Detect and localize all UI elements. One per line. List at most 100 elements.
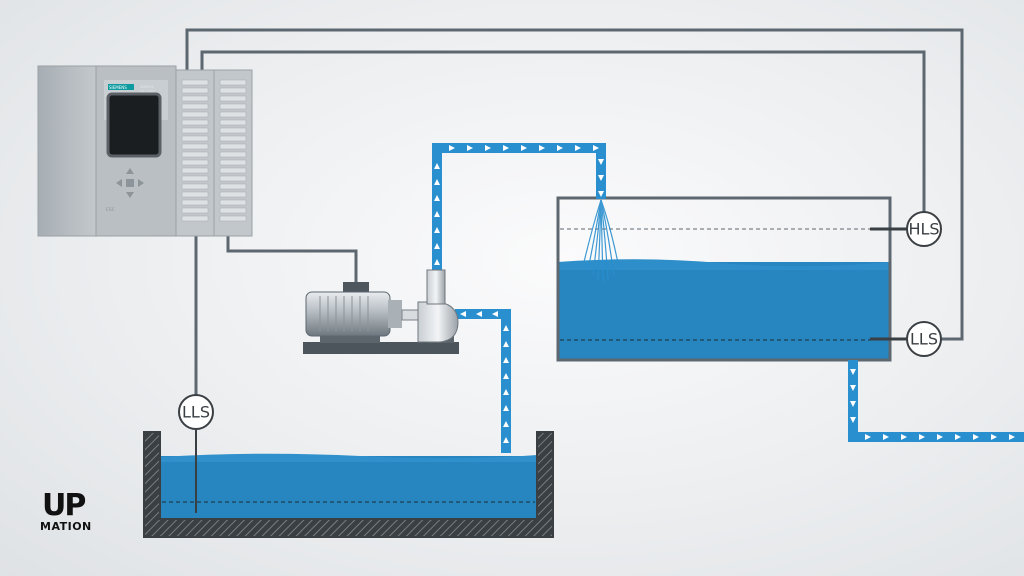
io-terminal-slot bbox=[181, 207, 209, 214]
flow-arrow bbox=[937, 434, 943, 440]
flow-arrow bbox=[434, 259, 440, 265]
flow-arrow bbox=[575, 145, 581, 151]
flow-arrows bbox=[434, 145, 1015, 443]
high-tank-lls-label: LLS bbox=[910, 330, 938, 349]
io-terminal-slot bbox=[181, 87, 209, 94]
io-terminal-slot bbox=[219, 207, 247, 214]
motor-body bbox=[305, 291, 391, 337]
io-terminal-slot bbox=[219, 183, 247, 190]
pump-body bbox=[417, 301, 459, 343]
plc-brand: SIEMENS bbox=[109, 85, 127, 90]
plc-code: ESC bbox=[106, 207, 115, 213]
io-terminal-slot bbox=[181, 111, 209, 118]
flow-arrow bbox=[850, 401, 856, 407]
io-terminal-slot bbox=[181, 95, 209, 102]
coupling bbox=[401, 309, 419, 321]
flow-arrow bbox=[919, 434, 925, 440]
plc-rack: SIEMENS SIMATIC S7-1500 ESC bbox=[37, 65, 253, 237]
flow-arrow bbox=[1009, 434, 1015, 440]
flow-arrow bbox=[850, 417, 856, 423]
flow-arrow bbox=[503, 373, 509, 379]
flow-arrow bbox=[973, 434, 979, 440]
flow-arrow bbox=[955, 434, 961, 440]
io-terminal-slot bbox=[181, 103, 209, 110]
flow-arrow bbox=[598, 175, 604, 181]
flow-arrow bbox=[865, 434, 871, 440]
io-terminal-slot bbox=[219, 119, 247, 126]
io-terminal-slot bbox=[181, 183, 209, 190]
spray-nozzle bbox=[583, 199, 620, 283]
flow-arrow bbox=[434, 227, 440, 233]
io-terminal-slot bbox=[219, 135, 247, 142]
flow-arrow bbox=[503, 325, 509, 331]
suction-pipe bbox=[455, 309, 511, 453]
flow-arrow bbox=[460, 311, 466, 317]
logo-mark: UP bbox=[42, 488, 86, 523]
wire-plc-to-high-tank-lls bbox=[185, 28, 964, 341]
low-tank-lls-sensor: LLS bbox=[178, 394, 214, 430]
pump-discharge bbox=[426, 269, 446, 305]
flow-arrow bbox=[434, 211, 440, 217]
io-terminal-slot bbox=[219, 103, 247, 110]
io-terminal-slot bbox=[181, 135, 209, 142]
high-tank-hls-label: HLS bbox=[908, 220, 939, 239]
high-tank bbox=[556, 196, 892, 362]
flow-arrow bbox=[492, 311, 498, 317]
motor-base bbox=[303, 342, 459, 354]
io-terminal-slot bbox=[219, 95, 247, 102]
flow-arrow bbox=[476, 311, 482, 317]
plc-model-line1: SIMATIC bbox=[140, 85, 155, 89]
flow-arrow bbox=[503, 437, 509, 443]
flow-arrow bbox=[503, 405, 509, 411]
flow-arrow bbox=[434, 243, 440, 249]
flow-arrow bbox=[883, 434, 889, 440]
company-logo: UP MATION bbox=[40, 488, 110, 538]
io-terminal-slot bbox=[219, 159, 247, 166]
flow-arrow bbox=[467, 145, 473, 151]
io-terminal-slot bbox=[219, 199, 247, 206]
io-terminal-slot bbox=[181, 191, 209, 198]
io-terminal-slot bbox=[219, 143, 247, 150]
io-terminal-slot bbox=[181, 167, 209, 174]
flow-arrow bbox=[449, 145, 455, 151]
io-terminal-slot bbox=[181, 151, 209, 158]
wire-plc-to-hls bbox=[200, 50, 926, 214]
io-terminal-slot bbox=[219, 79, 247, 86]
io-terminal-slot bbox=[219, 111, 247, 118]
flow-arrow bbox=[539, 145, 545, 151]
discharge-pipe bbox=[432, 143, 606, 272]
plc-display bbox=[106, 92, 162, 158]
io-terminal-slot bbox=[219, 151, 247, 158]
plc-keypad bbox=[116, 168, 144, 198]
io-terminal-slot bbox=[181, 79, 209, 86]
io-terminal-slot bbox=[219, 175, 247, 182]
flow-arrow bbox=[434, 179, 440, 185]
flow-arrow bbox=[850, 385, 856, 391]
flow-arrow bbox=[521, 145, 527, 151]
io-terminal-slot bbox=[181, 215, 209, 222]
flow-arrow bbox=[503, 421, 509, 427]
flow-arrow bbox=[991, 434, 997, 440]
io-terminal-slot bbox=[181, 143, 209, 150]
flow-arrow bbox=[503, 357, 509, 363]
flow-arrow bbox=[434, 195, 440, 201]
io-terminal-slot bbox=[181, 119, 209, 126]
io-terminal-slot bbox=[181, 127, 209, 134]
flow-arrow bbox=[503, 389, 509, 395]
flow-arrow bbox=[434, 163, 440, 169]
io-terminal-slot bbox=[181, 159, 209, 166]
flow-arrow bbox=[598, 191, 604, 197]
io-terminal-slot bbox=[219, 87, 247, 94]
high-tank-hls-sensor: HLS bbox=[870, 211, 942, 247]
io-terminal-slot bbox=[181, 175, 209, 182]
logo-wordmark: MATION bbox=[40, 520, 92, 533]
high-tank-lls-sensor: LLS bbox=[870, 321, 942, 357]
flow-arrow bbox=[850, 369, 856, 375]
io-terminal-slots bbox=[181, 79, 247, 222]
io-terminal-slot bbox=[219, 215, 247, 222]
flow-arrow bbox=[503, 341, 509, 347]
low-tank bbox=[143, 430, 554, 538]
plc-model-line2: S7-1500 bbox=[140, 90, 155, 94]
wire-plc-to-motor bbox=[226, 236, 358, 282]
